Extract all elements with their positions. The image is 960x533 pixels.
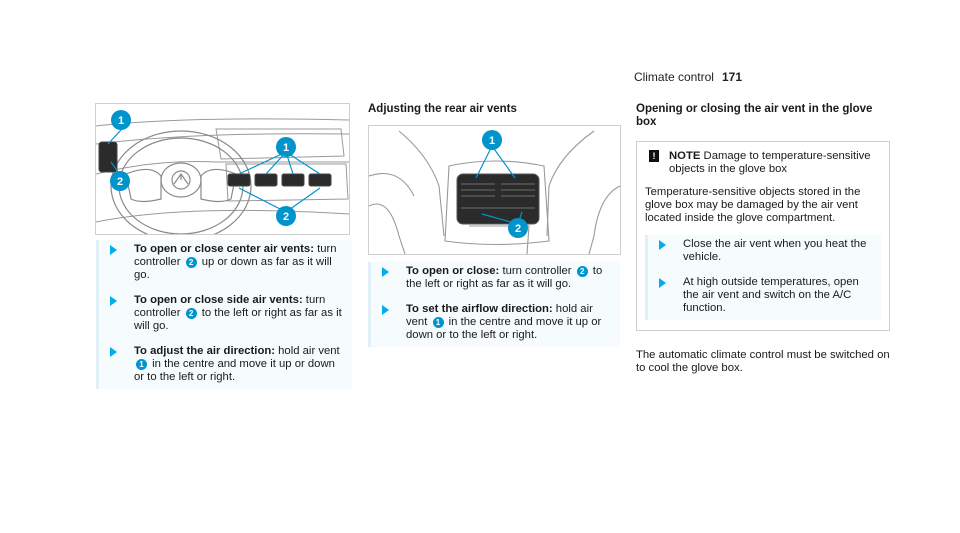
svg-text:2: 2 xyxy=(283,211,289,223)
svg-text:1: 1 xyxy=(118,115,124,127)
callout-2-icon: 2 xyxy=(185,257,197,268)
warning-icon: ! xyxy=(649,150,659,162)
section-heading: Adjusting the rear air vents xyxy=(368,103,517,115)
callout-2-icon: 2 xyxy=(185,308,197,319)
page-number: 171 xyxy=(721,70,742,84)
step-item: To open or close center air vents: turn … xyxy=(108,243,348,282)
step-item: Close the air vent when you heat the veh… xyxy=(657,238,877,264)
step-item: To adjust the air direction: hold air ve… xyxy=(108,345,348,384)
step-arrow-icon xyxy=(110,347,117,357)
glove-box-section: Opening or closing the air vent in the g… xyxy=(636,103,890,375)
step-arrow-icon xyxy=(659,278,666,288)
step-arrow-icon xyxy=(110,245,117,255)
step-arrow-icon xyxy=(382,305,389,315)
step-item: To open or close side air vents: turn co… xyxy=(108,294,348,333)
body-paragraph: The automatic climate control must be sw… xyxy=(636,349,890,374)
step-arrow-icon xyxy=(110,296,117,306)
dashboard-vents-illustration: 1 1 2 2 xyxy=(95,103,350,235)
note-box: ! NOTE Damage to temperature-sensitive o… xyxy=(636,141,890,331)
note-header: ! NOTE Damage to temperature-sensitive o… xyxy=(645,150,881,176)
step-arrow-icon xyxy=(659,240,666,250)
step-item: To set the airflow direction: hold air v… xyxy=(380,303,616,342)
svg-text:1: 1 xyxy=(283,142,289,154)
rear-vents-section: Adjusting the rear air vents xyxy=(368,103,620,128)
svg-text:1: 1 xyxy=(489,135,495,147)
svg-text:2: 2 xyxy=(117,176,123,188)
callout-2: 2 xyxy=(110,171,130,191)
front-vents-steps: To open or close center air vents: turn … xyxy=(96,240,352,389)
rear-vents-steps: To open or close: turn controller 2 to t… xyxy=(368,262,620,347)
callout-1-icon: 1 xyxy=(136,359,147,370)
note-body: Temperature-sensitive objects stored in … xyxy=(645,186,861,224)
step-item: At high outside temperatures, open the a… xyxy=(657,276,877,315)
callout-1: 1 xyxy=(276,137,296,157)
rear-vents-drawing: 1 2 xyxy=(369,130,620,254)
callout-2-icon: 2 xyxy=(576,266,588,277)
callout-2: 2 xyxy=(276,206,296,226)
svg-text:2: 2 xyxy=(515,223,521,235)
step-arrow-icon xyxy=(382,267,389,277)
page-header: Climate control 171 xyxy=(634,70,742,84)
callout-1: 1 xyxy=(482,130,502,150)
dashboard-drawing: 1 1 2 2 xyxy=(96,110,349,234)
callout-1-icon: 1 xyxy=(432,317,444,328)
note-label: NOTE xyxy=(669,150,701,162)
callout-1: 1 xyxy=(111,110,131,130)
section-heading: Opening or closing the air vent in the g… xyxy=(636,103,873,128)
step-item: To open or close: turn controller 2 to t… xyxy=(380,265,616,291)
callout-2: 2 xyxy=(508,218,528,238)
rear-vents-illustration: 1 2 xyxy=(368,125,621,255)
note-text: Damage to temperature-sensitive objects … xyxy=(669,150,871,175)
section-title: Climate control xyxy=(633,70,714,84)
